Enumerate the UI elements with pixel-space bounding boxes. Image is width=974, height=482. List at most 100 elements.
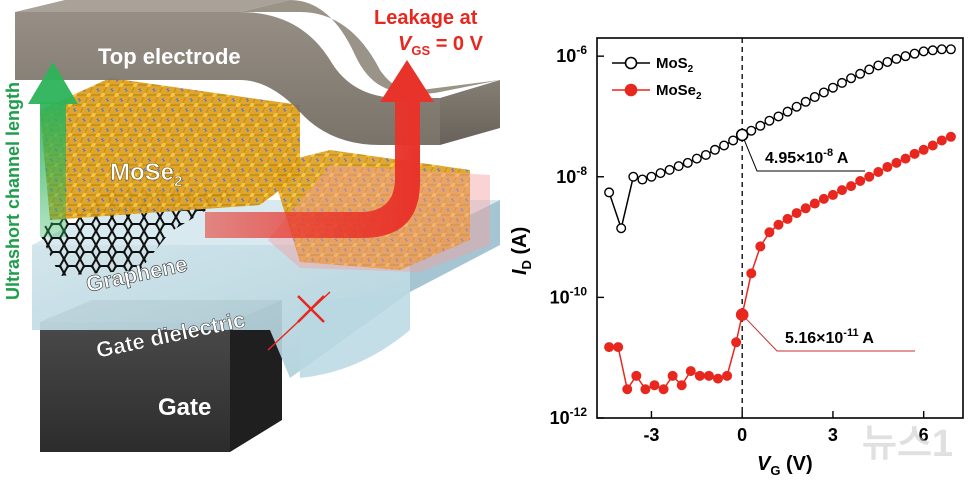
watermark: 뉴스1 [862, 423, 953, 465]
data-point [782, 213, 793, 224]
mose2-label: MoSe2 [110, 159, 182, 190]
x-tick-label: -3 [643, 425, 659, 445]
data-point [882, 162, 893, 173]
top-electrode-label: Top electrode [98, 44, 241, 69]
channel-length-arrow [28, 62, 78, 237]
data-point [900, 153, 911, 164]
data-point [731, 337, 742, 348]
y-tick-label: 10-6 [556, 43, 587, 66]
x-tick-label: 6 [919, 425, 929, 445]
data-point [773, 219, 784, 230]
data-point [936, 135, 947, 146]
data-point [685, 366, 696, 377]
data-point [604, 342, 615, 353]
data-point [918, 144, 929, 155]
data-point [918, 46, 929, 57]
data-point [719, 140, 730, 151]
data-point [640, 384, 651, 395]
data-point [728, 135, 739, 146]
data-point [700, 149, 711, 160]
legend-marker [624, 83, 638, 97]
chart-marks [604, 44, 956, 395]
data-point [604, 187, 615, 198]
data-point [628, 171, 639, 182]
data-point [927, 45, 938, 56]
data-point [891, 157, 902, 168]
data-point [703, 370, 714, 381]
data-point [945, 44, 956, 55]
data-point [764, 227, 775, 238]
data-point [764, 115, 775, 126]
x-axis-title: VG (V) [757, 453, 813, 478]
data-point [827, 189, 838, 200]
data-point [809, 198, 820, 209]
plot-frame [596, 37, 964, 419]
data-point [864, 171, 875, 182]
data-point [673, 161, 684, 172]
chart-annotations: 4.95×10-8 A5.16×10-11 A [735, 128, 915, 352]
series-line-1 [609, 136, 952, 392]
data-point [891, 53, 902, 64]
data-point [746, 268, 757, 279]
data-point [616, 223, 627, 234]
data-point [864, 64, 875, 75]
annotation-leader [741, 134, 865, 172]
data-point [818, 87, 829, 98]
legend-label: MoSe2 [656, 82, 702, 102]
data-point [809, 92, 820, 103]
data-point [791, 208, 802, 219]
top-electrode [15, 0, 500, 145]
data-point [800, 96, 811, 107]
device-schematic: Top electrode MoSe2 Graphene Gate dielec… [3, 0, 500, 452]
y-tick-label: 10-8 [556, 164, 587, 187]
data-point [882, 56, 893, 67]
data-point [637, 174, 648, 185]
annotation-label: 5.16×10-11 A [785, 327, 874, 347]
data-point [667, 370, 678, 381]
data-point [746, 125, 757, 136]
data-point [646, 171, 657, 182]
legend-marker [624, 56, 638, 70]
data-point [664, 164, 675, 175]
data-point [791, 101, 802, 112]
data-point [945, 131, 956, 142]
legend-label: MoS2 [656, 55, 694, 75]
ultrashort-label: Ultrashort channel length [3, 82, 23, 300]
data-point [682, 157, 693, 168]
data-point [855, 176, 866, 187]
series-line-0 [608, 48, 951, 231]
data-point [900, 51, 911, 62]
data-point [800, 203, 811, 214]
data-point [649, 380, 660, 391]
y-tick-label: 10-10 [550, 284, 588, 307]
leakage-label-line1: Leakage at [374, 7, 478, 29]
data-point [782, 106, 793, 117]
data-point [927, 140, 938, 151]
data-point [709, 144, 720, 155]
data-point [773, 111, 784, 122]
data-point [837, 77, 848, 88]
gate-label: Gate [158, 394, 211, 421]
data-point [909, 148, 920, 159]
data-point [873, 166, 884, 177]
x-tick-label: 0 [737, 425, 747, 445]
annotation-leader [741, 314, 915, 352]
annotated-point [735, 128, 749, 142]
data-point [846, 73, 857, 84]
chart-axes: -3 0 3 6 10-12 10-10 10-8 10-6 [550, 37, 964, 445]
x-tick-label: 3 [828, 425, 838, 445]
data-point [936, 44, 947, 55]
data-point [694, 370, 705, 381]
data-point [755, 241, 766, 252]
data-point [855, 68, 866, 79]
data-point [755, 120, 766, 131]
data-point [613, 342, 624, 353]
data-point [658, 384, 669, 395]
data-point [691, 153, 702, 164]
data-point [909, 48, 920, 59]
data-point [712, 373, 723, 384]
data-point [873, 60, 884, 71]
data-point [837, 185, 848, 196]
y-tick-label: 10-12 [550, 405, 588, 428]
